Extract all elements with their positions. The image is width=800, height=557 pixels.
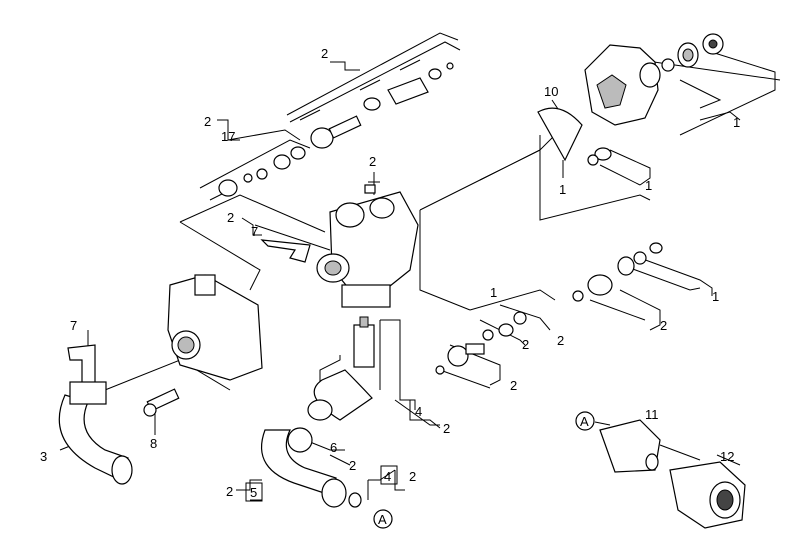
callout-2-before5: 2 (226, 484, 233, 499)
callout-1-seal: 1 (645, 178, 652, 193)
callout-10: 10 (544, 84, 558, 99)
callout-2-17-prefix: 2 (204, 114, 211, 129)
callout-1-middle: 1 (490, 285, 497, 300)
box-4-lower (380, 465, 398, 485)
callout-2-head: 2 (369, 154, 376, 169)
ref-a-right-label: A (580, 414, 589, 429)
callout-11: 11 (645, 407, 659, 422)
callout-labels: 2 2 17 2 2 7 10 1 1 1 1 2 1 2 2 2 7 8 3 … (40, 46, 740, 500)
callout-2-after4: 2 (443, 421, 450, 436)
callout-12: 12 (720, 449, 734, 464)
part-shapes (58, 33, 746, 529)
callout-5: 5 (250, 485, 257, 500)
callout-8: 8 (150, 436, 157, 451)
callout-7-clip: 7 (251, 224, 258, 239)
callout-2-after6: 2 (349, 458, 356, 473)
elbow-pipe-part (58, 381, 133, 485)
clip-part (260, 239, 311, 263)
callout-4-upper: 4 (415, 404, 422, 419)
callout-2-right-lower: 2 (660, 318, 667, 333)
callout-1-cone: 1 (559, 182, 566, 197)
central-head-part (316, 184, 419, 308)
pump-head-part (584, 33, 724, 126)
piston-row-part (310, 62, 454, 149)
callout-2-mid-a: 2 (557, 333, 564, 348)
coupling-11-part (599, 419, 661, 473)
ref-a-bottom-label: A (378, 512, 387, 527)
ref-a-right: A (575, 411, 595, 431)
callout-17: 17 (221, 129, 235, 144)
seal-part (587, 147, 612, 166)
valve-17-part (209, 146, 306, 201)
screw-part (143, 388, 180, 417)
callout-2-top: 2 (321, 46, 328, 61)
callout-7-left: 7 (70, 318, 77, 333)
coupling-12-part (669, 461, 746, 529)
callout-3: 3 (40, 449, 47, 464)
callout-2-mid-c: 2 (510, 378, 517, 393)
callout-2-clip: 2 (227, 210, 234, 225)
housing-part (167, 274, 263, 381)
leader-lines (59, 32, 781, 501)
right-valve-part (572, 242, 663, 302)
cone-part (537, 107, 583, 162)
injector-part (353, 316, 375, 368)
callout-6: 6 (330, 440, 337, 455)
box-5 (245, 482, 263, 502)
middle-valve-part (435, 311, 527, 375)
ref-a-bottom: A (373, 509, 393, 529)
callout-2-mid-b: 2 (522, 337, 529, 352)
callout-1-valves-right: 1 (712, 289, 719, 304)
callout-2-after4-lower: 2 (409, 469, 416, 484)
callout-1-top-right: 1 (733, 115, 740, 130)
callout-4-lower: 4 (384, 469, 391, 484)
lower-elbow-part (261, 369, 373, 508)
